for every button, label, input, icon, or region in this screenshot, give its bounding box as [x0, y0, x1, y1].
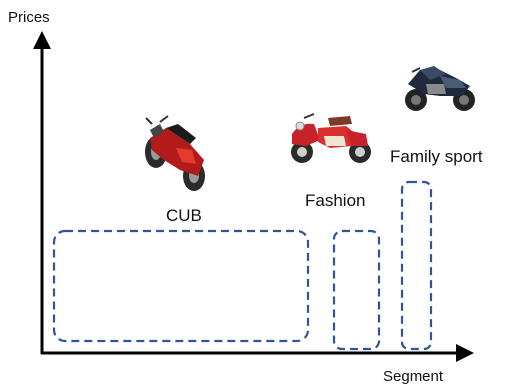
- x-axis-label: Segment: [383, 368, 444, 385]
- axes: Prices Segment: [8, 9, 474, 385]
- retro-motorcycle-red-cream-icon: [291, 113, 371, 163]
- fashion-segment-box: [332, 229, 381, 351]
- underbone-motorcycle-red-icon: [145, 115, 205, 191]
- family-sport-segment-box: [400, 180, 433, 351]
- segment-label-family-sport: Family sport: [390, 147, 483, 166]
- segment-labels: CUB Fashion Family sport: [166, 147, 483, 225]
- segment-label-cub: CUB: [166, 206, 202, 225]
- cub-segment-box: [52, 229, 310, 343]
- y-axis-label: Prices: [8, 9, 50, 26]
- segment-boxes: [52, 180, 433, 351]
- sport-motorcycle-dark-icon: [405, 66, 475, 111]
- segment-label-fashion: Fashion: [305, 191, 365, 210]
